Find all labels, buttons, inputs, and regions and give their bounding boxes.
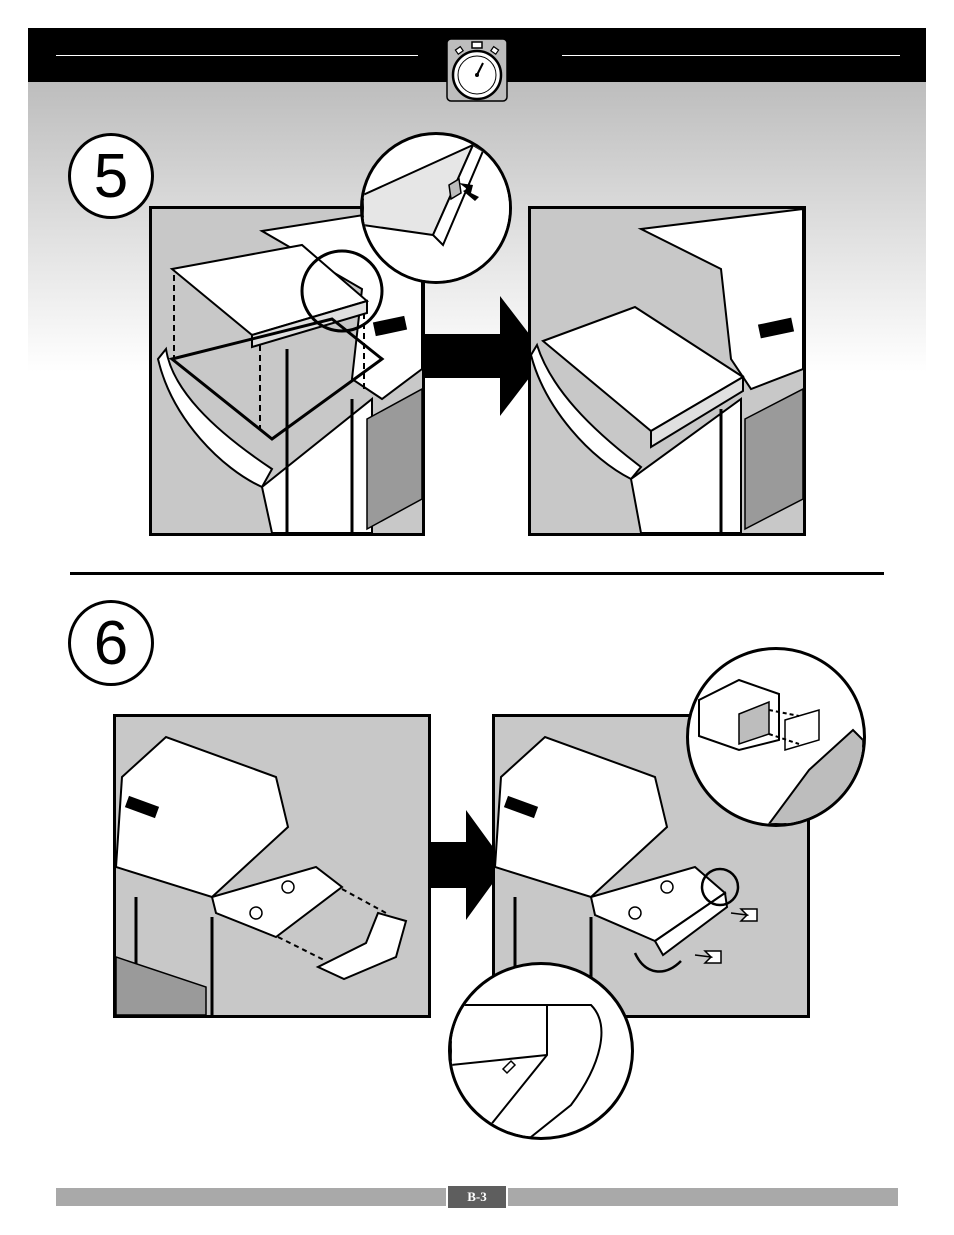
step-5-badge: 5 (68, 133, 154, 219)
stopwatch-icon (446, 38, 508, 102)
footer-bar-right (508, 1188, 898, 1206)
header-rule-right (562, 55, 900, 56)
footer-bar-left (56, 1188, 446, 1206)
step-6-panel-before (113, 714, 431, 1018)
step-5-zoom-detail (360, 132, 512, 284)
step-6-badge: 6 (68, 600, 154, 686)
step-5-panel-after (528, 206, 806, 536)
step-6-zoom-detail-top (686, 647, 866, 827)
section-divider (70, 572, 884, 575)
header-rule-left (56, 55, 418, 56)
page-number: B-3 (446, 1186, 508, 1208)
step-6-zoom-detail-bottom (448, 962, 634, 1140)
